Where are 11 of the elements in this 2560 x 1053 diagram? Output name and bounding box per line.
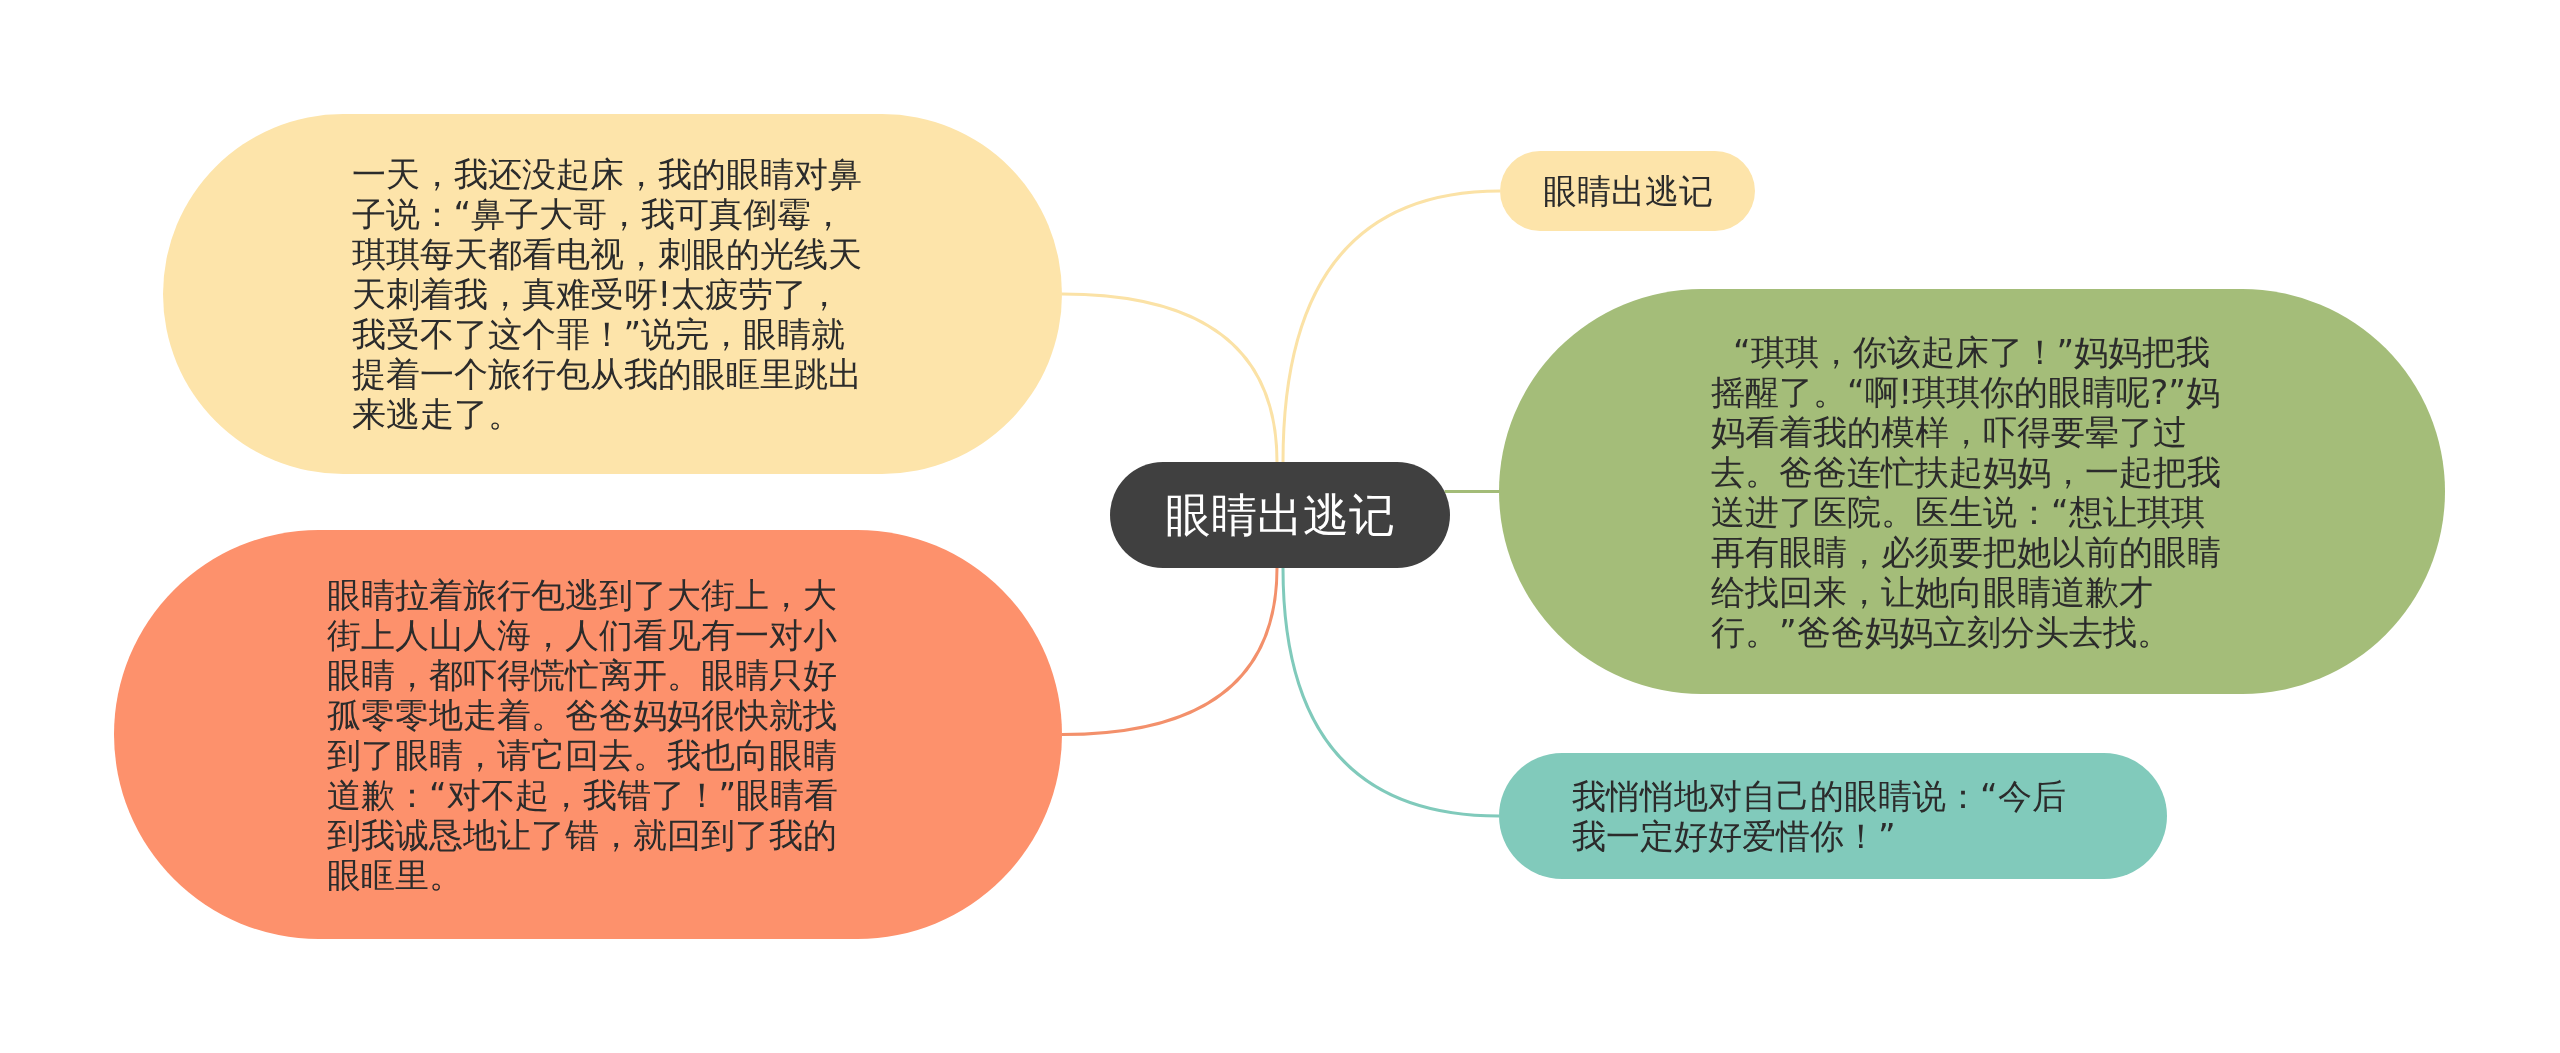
topic-text: 眼睛出逃记 <box>1165 487 1395 543</box>
topic-text: “琪琪，你该起床了！”妈妈把我摇醒了。“啊!琪琪你的眼睛呢?”妈妈看着我的模样，吓得要晕了过去。爸爸连忙扶起妈妈，一起把我送进了医院。医生说：“想让琪琪再有眼睛，必须要把她以前的眼睛给找回来，让她向眼睛道歉才行。”爸爸妈妈立刻分头去找。 <box>1711 331 2222 652</box>
connector-line <box>1281 567 1500 818</box>
topic-text: 一天，我还没起床，我的眼睛对鼻子说：“鼻子大哥，我可真倒霉，琪琪每天都看电视，刺眼的光线天天刺着我，真难受呀!太疲劳了，我受不了这个罪！”说完，眼睛就提着一个旅行包从我的眼眶里跳出来逃走了。 <box>351 154 863 434</box>
connector-line <box>1281 189 1501 463</box>
connector-line <box>1061 567 1279 736</box>
connector-line <box>1061 292 1279 463</box>
connector-line <box>1444 490 1499 493</box>
topic-text: 我悄悄地对自己的眼睛说：“今后我一定好好爱惜你！” <box>1572 776 2067 856</box>
topic-text: 眼睛出逃记 <box>1542 171 1713 211</box>
topic-text: 眼睛拉着旅行包逃到了大街上，大街上人山人海，人们看见有一对小眼睛，都吓得慌忙离开。眼睛只好孤零零地走着。爸爸妈妈很快就找到了眼睛，请它回去。我也向眼睛道歉：“对不起，我错了！”眼睛看到我诚恳地让了错，就回到了我的眼眶里。 <box>327 574 840 895</box>
